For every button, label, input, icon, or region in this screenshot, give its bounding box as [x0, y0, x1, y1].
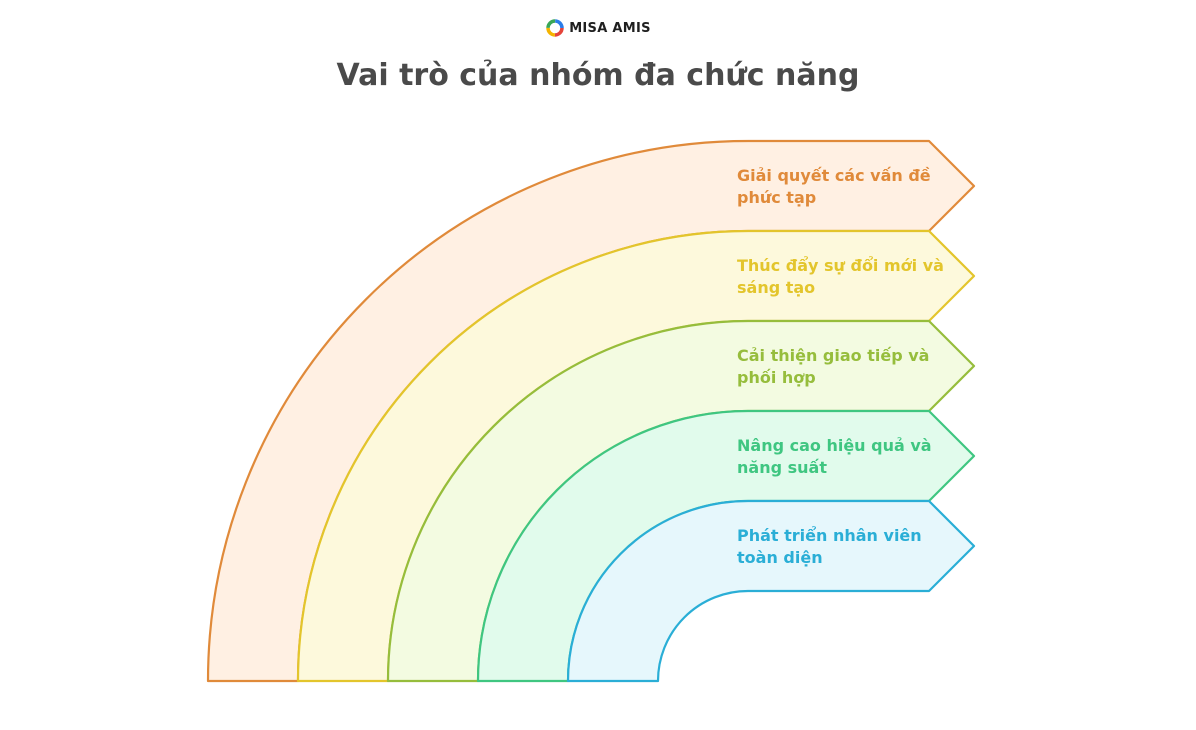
band-5-shape — [566, 499, 976, 683]
brand-name: MISA AMIS — [569, 20, 651, 36]
page-title: Vai trò của nhóm đa chức năng — [336, 58, 860, 93]
band-4-label: Nâng cao hiệu quả và năng suất — [737, 436, 932, 477]
band-5-label: Phát triển nhân viên toàn diện — [737, 526, 922, 567]
brand-logo-icon — [546, 19, 564, 37]
band-1-label: Giải quyết các vấn đề phức tạp — [737, 166, 931, 207]
band-3-label: Cải thiện giao tiếp và phối hợp — [737, 346, 930, 387]
band-2-label: Thúc đẩy sự đổi mới và sáng tạo — [737, 256, 944, 297]
brand-logo: MISA AMIS — [0, 16, 1196, 40]
